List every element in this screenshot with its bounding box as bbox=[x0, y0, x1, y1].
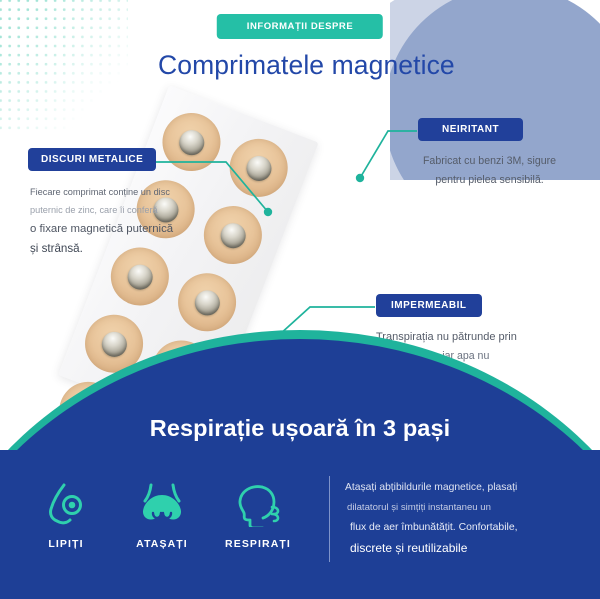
callout-badge-neiritant: NEIRITANT bbox=[418, 118, 524, 141]
step-atasati: ATAȘAȚI bbox=[114, 478, 210, 550]
step-lipiti: LIPIȚI bbox=[18, 478, 114, 550]
paragraph-line: dilatatorul și simțiți instantaneu un bbox=[347, 502, 491, 513]
callout-line: Fabricat cu benzi 3M, sigure bbox=[422, 155, 557, 167]
step-respirati: RESPIRAȚI bbox=[210, 478, 306, 550]
head-breathing-icon bbox=[210, 478, 306, 530]
bottom-panel bbox=[0, 330, 600, 599]
step-label: LIPIȚI bbox=[48, 538, 84, 550]
paragraph-line: discrete și reutilizabile bbox=[350, 541, 468, 555]
paragraph-line: flux de aer îmbunătățit. Confortabile, bbox=[350, 522, 518, 533]
callout-neiritant: NEIRITANT Fabricat cu benzi 3M, sigure p… bbox=[418, 118, 598, 190]
steps-section-title: Respirație ușoară în 3 pași bbox=[149, 415, 451, 441]
callout-line: pentru pielea sensibilă. bbox=[435, 174, 544, 186]
callout-badge-impermeabil: IMPERMEABIL bbox=[376, 294, 482, 317]
magnetic-patch bbox=[221, 130, 297, 206]
callout-line: o fixare magnetică puternică bbox=[30, 223, 174, 235]
nasal-dilator-icon bbox=[114, 478, 210, 530]
steps-row: LIPIȚI ATAȘAȚI bbox=[18, 478, 308, 550]
callout-discuri-metalice: DISCURI METALICE Fiecare comprimat conți… bbox=[28, 148, 173, 259]
callout-badge-discuri-metalice: DISCURI METALICE bbox=[28, 148, 157, 171]
callout-body-neiritant: Fabricat cu benzi 3M, sigure pentru piel… bbox=[402, 152, 577, 190]
callout-line: puternic de zinc, care îi conferă bbox=[30, 205, 158, 215]
panel-blue-background bbox=[0, 450, 600, 599]
nose-profile-patch-icon bbox=[18, 478, 114, 530]
magnetic-patch bbox=[169, 264, 245, 340]
callout-line: Transpirația nu pătrunde prin bbox=[376, 331, 517, 343]
vertical-divider bbox=[329, 476, 331, 562]
paragraph-line: Atașați abțibildurile magnetice, plasați bbox=[345, 482, 518, 493]
dot-pattern-decoration bbox=[0, 0, 128, 132]
header-badge: INFORMAȚII DESPRE bbox=[216, 14, 384, 39]
page-title: Comprimatele magnetice bbox=[158, 50, 455, 80]
callout-body-discuri-metalice: Fiecare comprimat conține un disc putern… bbox=[30, 183, 173, 259]
steps-paragraph: Atașați abțibildurile magnetice, plasați… bbox=[345, 478, 595, 559]
step-label: ATAȘAȚI bbox=[136, 538, 188, 550]
step-label: RESPIRAȚI bbox=[225, 538, 291, 550]
callout-line: și strânsă. bbox=[30, 242, 83, 255]
callout-line: Fiecare comprimat conține un disc bbox=[30, 187, 170, 197]
magnetic-patch bbox=[195, 197, 271, 273]
